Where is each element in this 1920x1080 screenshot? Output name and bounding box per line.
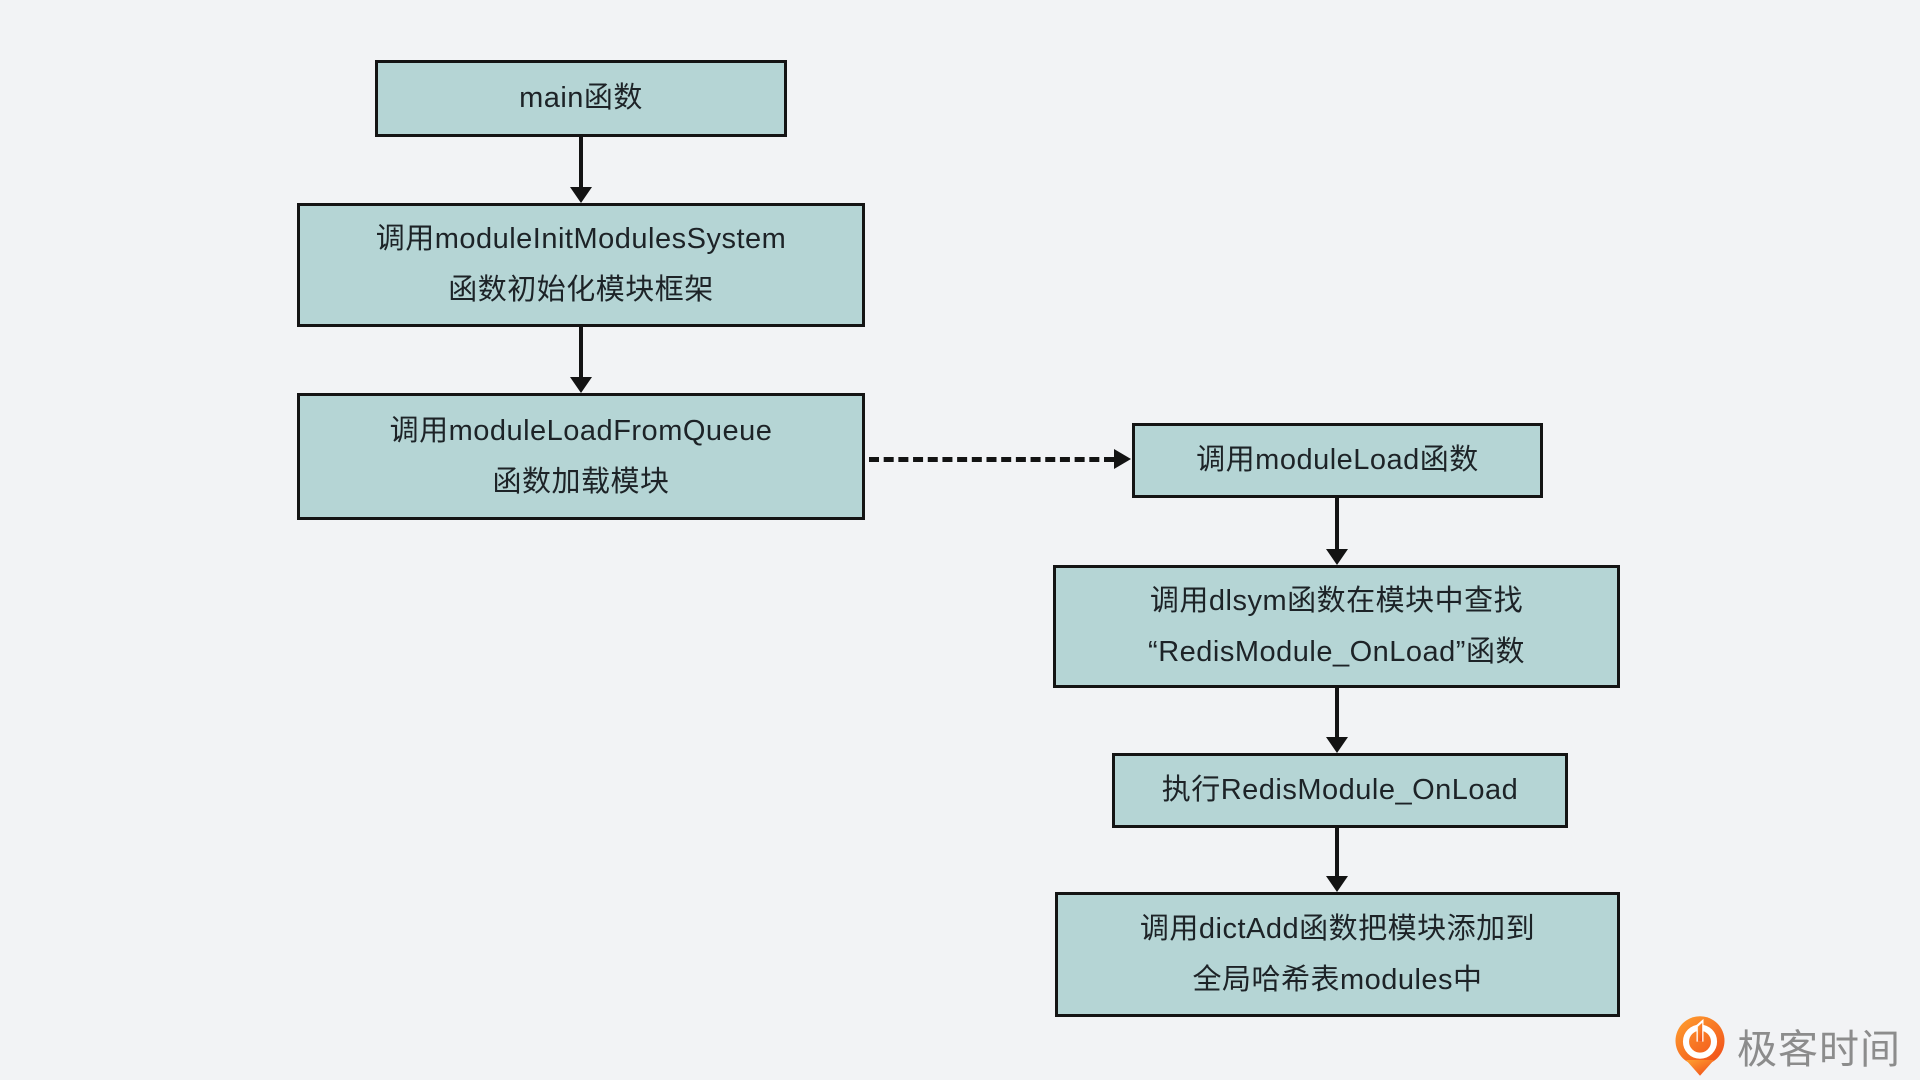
node-label-line1: 调用dictAdd函数把模块添加到 (1139, 912, 1536, 945)
node-dict-add: 调用dictAdd函数把模块添加到 全局哈希表modules中 (1055, 892, 1620, 1017)
arrow-shaft (1335, 688, 1339, 737)
dashed-arrow-head (1114, 449, 1131, 469)
node-label: 执行RedisModule_OnLoad (1161, 774, 1519, 807)
node-exec-redismodule-onload: 执行RedisModule_OnLoad (1112, 753, 1568, 828)
geektime-brand: 极客时间 (1672, 1014, 1901, 1078)
node-module-load: 调用moduleLoad函数 (1132, 423, 1543, 498)
node-label-line1: 调用dlsym函数在模块中查找 (1149, 584, 1524, 617)
node-label-line2: 函数初始化模块框架 (448, 274, 714, 306)
arrow-head (1326, 549, 1348, 565)
node-label: 调用moduleLoad函数 (1196, 444, 1479, 477)
node-label: main函数 (519, 82, 643, 115)
node-label-line2: 全局哈希表modules中 (1192, 963, 1483, 996)
node-module-load-from-queue: 调用moduleLoadFromQueue 函数加载模块 (297, 393, 865, 520)
arrow-main-to-init (570, 137, 592, 203)
arrow-exec-to-dictadd (1326, 828, 1348, 892)
node-main-function: main函数 (375, 60, 787, 137)
arrow-dlsym-to-exec (1326, 688, 1348, 753)
arrow-init-to-loadqueue (570, 327, 592, 393)
dashed-arrow-shaft (869, 456, 1114, 462)
geektime-logo-text: 极客时间 (1737, 1028, 1901, 1072)
arrow-shaft (579, 137, 583, 187)
node-module-init-modules-system: 调用moduleInitModulesSystem 函数初始化模块框架 (297, 203, 865, 327)
node-label-line2: “RedisModule_OnLoad”函数 (1148, 635, 1525, 668)
node-dlsym-lookup: 调用dlsym函数在模块中查找 “RedisModule_OnLoad”函数 (1053, 565, 1620, 688)
arrow-head (570, 187, 592, 203)
node-label-line1: 调用moduleLoadFromQueue (389, 414, 773, 447)
geektime-pin-icon (1672, 1014, 1728, 1078)
arrow-shaft (1335, 498, 1339, 549)
arrow-head (1326, 737, 1348, 753)
node-label-line1: 调用moduleInitModulesSystem (375, 223, 787, 256)
node-label-line2: 函数加载模块 (492, 465, 670, 498)
arrow-head (1326, 876, 1348, 892)
arrow-shaft (579, 327, 583, 377)
dashed-arrow-loadqueue-to-moduleload (869, 449, 1131, 469)
arrow-shaft (1335, 828, 1339, 876)
arrow-moduleload-to-dlsym (1326, 498, 1348, 565)
arrow-head (570, 377, 592, 393)
